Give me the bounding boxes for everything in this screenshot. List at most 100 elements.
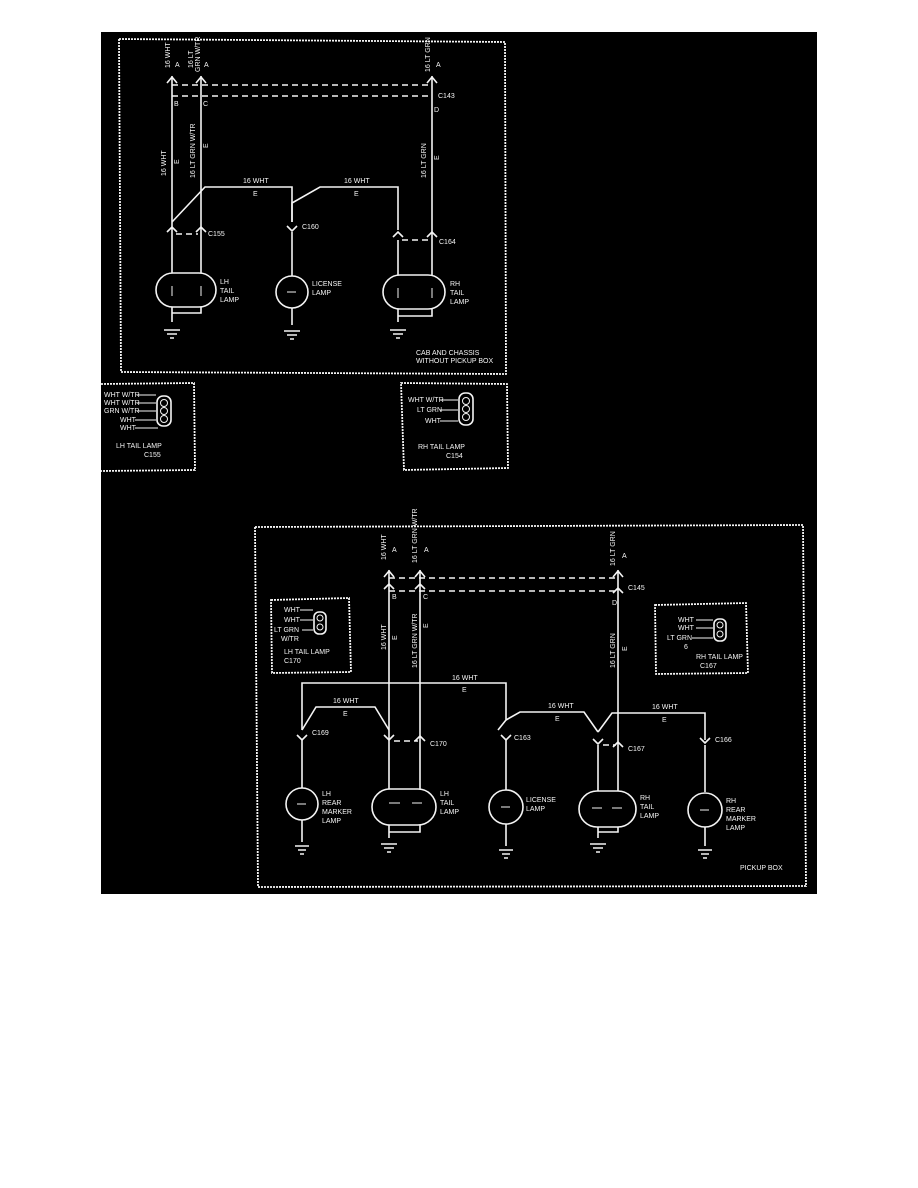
lh-connector-wire-4: WHT bbox=[120, 417, 137, 424]
bottom-lhm-l3: MARKER bbox=[322, 809, 352, 816]
top-c155-label: C155 bbox=[208, 231, 225, 238]
lh-connector-body bbox=[156, 395, 172, 427]
bottom-wire-1-mid: 16 WHT bbox=[381, 624, 388, 650]
top-wire-lh-label: 16 WHT bbox=[165, 42, 172, 68]
inset-rh-wire-4: 6 bbox=[684, 644, 688, 651]
bottom-wire-3-top: 16 LT GRN bbox=[610, 531, 617, 566]
bottom-rhm-l1: RH bbox=[726, 798, 736, 805]
bottom-wire-2-top: 16 LT GRN W/TR bbox=[412, 508, 419, 563]
rh-connector-title: RH TAIL LAMP bbox=[418, 444, 465, 451]
top-pin-e2: E bbox=[203, 143, 210, 148]
bottom-pin-a1: A bbox=[392, 547, 397, 554]
bottom-lht-l1: LH bbox=[440, 791, 449, 798]
bottom-drops bbox=[301, 740, 706, 792]
top-c155-arrows bbox=[166, 225, 438, 238]
top-wire-h1-pin: E bbox=[253, 191, 258, 198]
bottom-rht-l2: TAIL bbox=[640, 804, 654, 811]
top-rh-filaments bbox=[397, 288, 433, 298]
bottom-h-lh-label: 16 WHT bbox=[333, 698, 359, 705]
inset-lh-code: C170 bbox=[284, 658, 301, 665]
diagram-background bbox=[101, 32, 817, 894]
top-arrow-a1 bbox=[166, 75, 178, 84]
bottom-wire-h-mid bbox=[505, 711, 599, 733]
bottom-pin-c: C bbox=[423, 594, 428, 601]
lh-connector-wire-5: WHT bbox=[120, 425, 137, 432]
bottom-pin-b: B bbox=[392, 594, 397, 601]
top-c164-label: C164 bbox=[439, 239, 456, 246]
bottom-lhm-l2: REAR bbox=[322, 800, 341, 807]
inset-lh-wire-4: W/TR bbox=[281, 636, 299, 643]
top-pin-c: C bbox=[203, 101, 208, 108]
rh-connector-wire-2: LT GRN bbox=[417, 407, 442, 414]
top-rh-lamp-l3: LAMP bbox=[450, 299, 469, 306]
rh-connector-code: C154 bbox=[446, 453, 463, 460]
lh-connector-wire-3: GRN W/TR bbox=[104, 408, 139, 415]
inset-lh-frame bbox=[270, 597, 352, 674]
bottom-pin-e2: E bbox=[423, 623, 430, 628]
inset-lh-leads bbox=[300, 609, 313, 631]
top-c143-label: C143 bbox=[438, 93, 455, 100]
top-pin-e1: E bbox=[174, 159, 181, 164]
bottom-wire-1-top: 16 WHT bbox=[381, 534, 388, 560]
top-rh-ground-icon bbox=[390, 329, 406, 339]
bottom-ground-wires bbox=[301, 820, 706, 846]
inset-rh-pin-2 bbox=[716, 630, 724, 638]
top-lh-tail-lamp-icon bbox=[155, 272, 217, 308]
bottom-rh-tail-lamp-icon bbox=[578, 790, 637, 828]
bottom-wire-2-mid: 16 LT GRN W/TR bbox=[412, 613, 419, 668]
lh-connector-pin-2 bbox=[160, 407, 168, 415]
bottom-h-rh-label: 16 WHT bbox=[652, 704, 678, 711]
inset-rh-wire-3: LT GRN bbox=[667, 635, 692, 642]
top-arrow-a3 bbox=[426, 75, 438, 84]
top-frame bbox=[118, 38, 507, 375]
rh-connector-pin-1 bbox=[462, 397, 470, 405]
top-wire-lh-mid: 16 WHT bbox=[161, 150, 168, 176]
bottom-wire-3-mid: 16 LT GRN bbox=[610, 633, 617, 668]
bottom-c166-label: C166 bbox=[715, 737, 732, 744]
top-lh-lamp-l3: LAMP bbox=[220, 297, 239, 304]
bottom-rht-l3: LAMP bbox=[640, 813, 659, 820]
rh-connector-pin-2 bbox=[462, 405, 470, 413]
bottom-rht-l1: RH bbox=[640, 795, 650, 802]
rh-connector-wire-1: WHT W/TR bbox=[408, 397, 444, 404]
top-lh-lamp-l1: LH bbox=[220, 279, 229, 286]
lh-connector-code: C155 bbox=[144, 452, 161, 459]
bottom-mid-arrows bbox=[383, 582, 624, 594]
inset-lh-pin-1 bbox=[316, 614, 324, 622]
inset-lh-title: LH TAIL LAMP bbox=[284, 649, 330, 656]
lh-connector-pin-3 bbox=[160, 415, 168, 423]
top-caption-2: WITHOUT PICKUP BOX bbox=[416, 358, 493, 365]
bottom-c169-label: C169 bbox=[312, 730, 329, 737]
bottom-rhm-l3: MARKER bbox=[726, 816, 756, 823]
bottom-wire-h-long bbox=[301, 682, 507, 731]
inset-rh-wire-2: WHT bbox=[678, 625, 695, 632]
bottom-frame bbox=[254, 524, 807, 888]
inset-rh-leads bbox=[692, 619, 713, 639]
top-rh-ground-wire bbox=[397, 309, 433, 322]
top-lh-ground-icon bbox=[164, 329, 180, 339]
bottom-rhm-l2: REAR bbox=[726, 807, 745, 814]
lh-connector-pin-1 bbox=[160, 399, 168, 407]
inset-rh-title: RH TAIL LAMP bbox=[696, 654, 743, 661]
top-lh-ground-wire bbox=[171, 307, 202, 322]
lh-connector-frame bbox=[100, 382, 196, 472]
bottom-lic-l1: LICENSE bbox=[526, 797, 556, 804]
bottom-rhm-l4: LAMP bbox=[726, 825, 745, 832]
top-arrow-a2 bbox=[195, 75, 207, 84]
rh-connector-frame bbox=[400, 382, 509, 471]
top-lic-ground-icon bbox=[284, 330, 300, 340]
top-wire-h2-label: 16 WHT bbox=[344, 178, 370, 185]
inset-rh-pin-1 bbox=[716, 621, 724, 629]
top-pin-b: B bbox=[174, 101, 179, 108]
bottom-lic-l2: LAMP bbox=[526, 806, 545, 813]
inset-rh-wire-1: WHT bbox=[678, 617, 695, 624]
rh-connector-pin-3 bbox=[462, 413, 470, 421]
top-wire-lh2-label-1: 16 LT bbox=[188, 50, 195, 68]
bottom-c145-label: C145 bbox=[628, 585, 645, 592]
inset-lh-wire-3: LT GRN bbox=[274, 627, 299, 634]
top-wire-rh-label: 16 LT GRN bbox=[425, 37, 432, 72]
bottom-h-mid-label: 16 WHT bbox=[548, 703, 574, 710]
top-pin-a2: A bbox=[204, 62, 209, 69]
lh-connector-leads bbox=[135, 394, 158, 429]
bottom-pin-e1: E bbox=[392, 635, 399, 640]
